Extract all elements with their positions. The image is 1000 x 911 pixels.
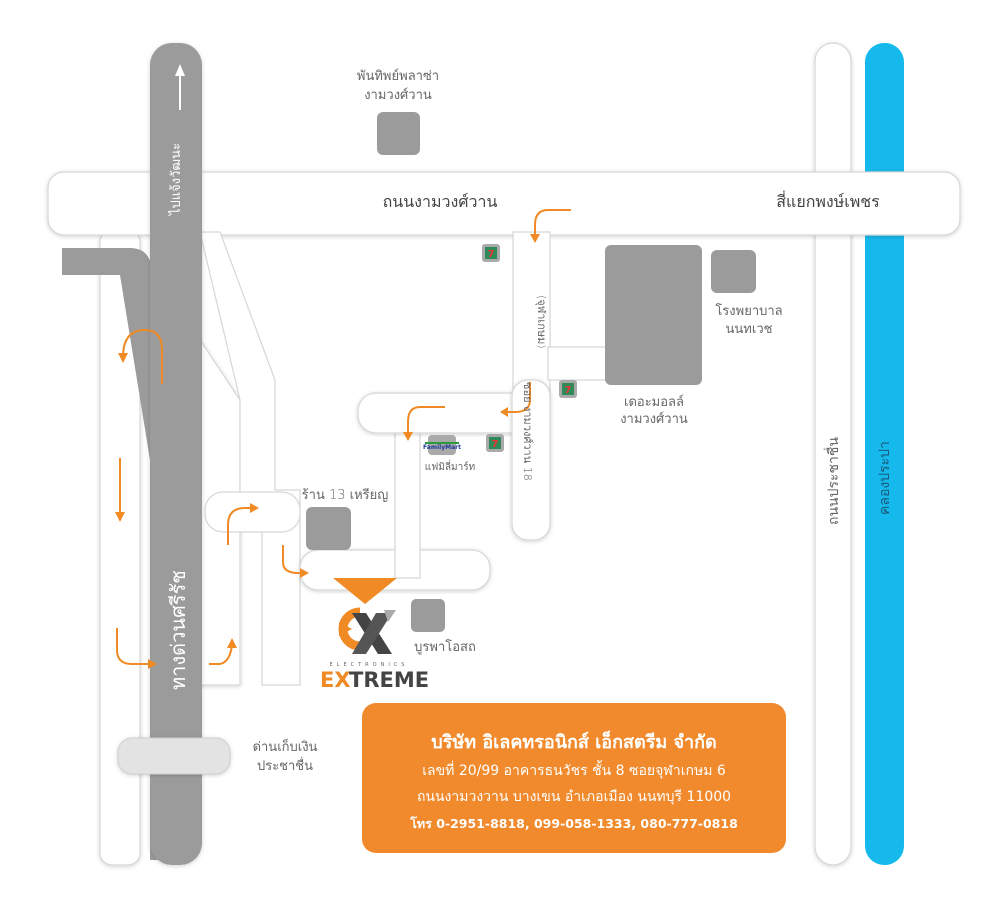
hospital <box>711 250 756 293</box>
arrow-icon <box>209 644 233 665</box>
main-road-label: ถนนงามวงศ์วาน <box>383 192 498 211</box>
hospital-label-2: นนทเวช <box>726 322 773 337</box>
arrow-head-icon <box>148 659 157 669</box>
familymart-label: แฟมิลี่มาร์ท <box>425 459 475 473</box>
burapha-label: บูรพาโอสถ <box>414 639 476 655</box>
svg-text:EX: EX <box>320 668 351 692</box>
canal-label: คลองประปา <box>877 441 893 515</box>
arrow-head-icon <box>530 234 540 243</box>
arrow-icon <box>116 628 150 665</box>
canal <box>865 43 904 865</box>
frontage-road-diag <box>199 231 301 686</box>
arrow-head-icon <box>300 568 309 578</box>
seven-eleven-icon: 7 <box>486 434 504 452</box>
main-road <box>47 171 961 236</box>
address-line-2: ถนนงามวงวาน บางเขน อำเภอเมือง นนทบุรี 11… <box>416 789 732 805</box>
to-chaengwattana-label: ไปแจ้งวัฒนะ <box>168 143 184 216</box>
expressway <box>150 43 202 865</box>
seven-eleven-icon: 7 <box>559 380 577 398</box>
phone-numbers: โทร 0-2951-8818, 099-058-1333, 080-777-0… <box>410 816 738 831</box>
route-arrows <box>115 209 571 669</box>
arrow-head-icon <box>115 512 125 522</box>
arrow-icon <box>282 545 303 574</box>
expressway-label: ทางด่วนศรีรัช <box>166 570 190 690</box>
company-logo: ELECTRONICS EX TREME <box>320 607 429 692</box>
company-name: บริษัท อิเลคทรอนิกส์ เอ็กสตรีม จำกัด <box>431 732 717 753</box>
soi-18-lower <box>511 379 551 541</box>
arrow-icon <box>122 328 163 384</box>
toll-label-1: ด่านเก็บเงิน <box>253 737 318 755</box>
the-mall <box>605 245 702 385</box>
arrow-head-icon <box>500 407 508 417</box>
soi-label: ซอย งามวงศ์วาน 18 <box>521 382 534 481</box>
prachachuen-road <box>814 42 852 866</box>
arrow-head-icon <box>250 503 259 513</box>
svg-text:7: 7 <box>488 249 495 260</box>
svg-text:FamilyMart: FamilyMart <box>423 444 461 451</box>
svg-text:7: 7 <box>492 439 499 450</box>
arrow-icon <box>227 507 252 545</box>
soi-18 <box>512 231 551 403</box>
local-road-vertical <box>394 417 421 579</box>
logo-play-icon <box>339 622 352 636</box>
toll-booth <box>117 737 231 775</box>
arrow-head-icon <box>227 638 237 648</box>
u-turn-road <box>204 491 301 533</box>
plaza-label-2: งามวงศ์วาน <box>364 87 432 103</box>
intersection-label: สี่แยกพงษ์เพชร <box>776 190 880 211</box>
soi-sub-label: (จุฬาเกษม) <box>535 295 548 349</box>
pantip-plaza <box>377 112 420 155</box>
arrow-head-icon <box>403 432 413 441</box>
svg-text:ELECTRONICS: ELECTRONICS <box>330 662 409 668</box>
address-line-1: เลขที่ 20/99 อาคารธนวัชร ชั้น 8 ซอยจุฬาเ… <box>422 763 726 779</box>
north-arrow-head-icon <box>175 64 185 76</box>
arrow-icon <box>505 382 531 413</box>
arrow-icon <box>534 209 571 237</box>
shop13-label: ร้าน 13 เหรียญ <box>302 487 389 503</box>
burapha <box>411 599 445 632</box>
arrow-icon <box>407 406 445 435</box>
familymart-icon: FamilyMart <box>423 435 461 455</box>
svg-text:TREME: TREME <box>349 668 429 692</box>
shop-13 <box>306 507 351 550</box>
destination-marker-icon <box>333 578 397 604</box>
mall-label-2: งามวงศ์วาน <box>620 411 688 427</box>
mall-label-1: เดอะมอลล์ <box>624 394 684 410</box>
toll-label-2: ประชาชื่น <box>257 757 313 774</box>
prachachuen-label: ถนนประชาชื่น <box>824 437 842 525</box>
svg-text:7: 7 <box>565 385 572 396</box>
seven-eleven-icon: 7 <box>482 244 500 262</box>
plaza-label-1: พันทิพย์พลาซ่า <box>357 68 439 84</box>
arrow-head-icon <box>118 353 128 363</box>
mall-access-road <box>547 346 611 381</box>
hospital-label-1: โรงพยาบาล <box>715 303 782 319</box>
company-info-box: บริษัท อิเลคทรอนิกส์ เอ็กสตรีม จำกัด เลข… <box>362 703 786 853</box>
